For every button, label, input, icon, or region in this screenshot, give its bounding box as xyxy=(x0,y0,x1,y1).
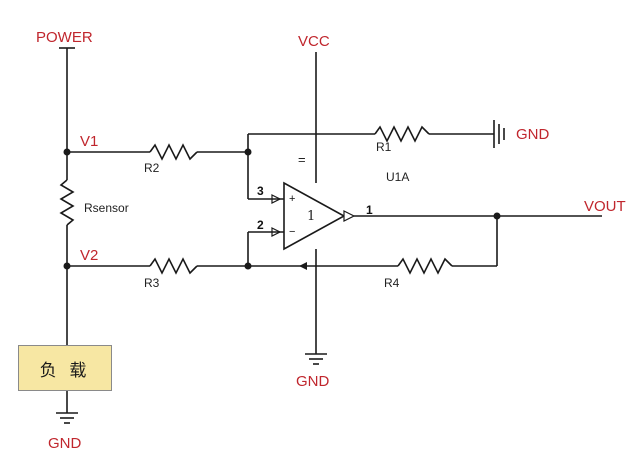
resistor-r2 xyxy=(149,143,198,161)
net-label-v1: V1 xyxy=(80,133,99,150)
output-arrow xyxy=(343,210,356,222)
load-label: 负 载 xyxy=(39,360,91,380)
net-label-power: POWER xyxy=(36,29,93,46)
junction-v1 xyxy=(63,148,71,156)
opamp-plus-sign: + xyxy=(289,193,296,205)
net-label-vout: VOUT xyxy=(584,198,626,215)
label-r4: R4 xyxy=(384,276,400,290)
pin2-arrow xyxy=(271,227,282,237)
opamp-minus-sign: − xyxy=(289,226,296,238)
pin3-arrow xyxy=(271,194,282,204)
net-label-vcc: VCC xyxy=(298,33,330,50)
resistor-r3 xyxy=(149,257,198,275)
net-label-gnd-opamp: GND xyxy=(296,373,330,390)
resistor-r1 xyxy=(374,125,430,143)
label-r2: R2 xyxy=(144,161,160,175)
label-u1a: U1A xyxy=(386,170,410,184)
net-label-gnd-r1: GND xyxy=(516,126,550,143)
resistor-rsensor xyxy=(59,179,75,226)
net-label-v2: V2 xyxy=(80,247,99,264)
resistor-r4 xyxy=(397,257,453,275)
label-r1: R1 xyxy=(376,140,392,154)
net-label-gnd-load: GND xyxy=(48,435,82,452)
label-rsensor: Rsensor xyxy=(84,201,129,215)
ground-symbol-r1 xyxy=(493,120,505,148)
ground-symbol-opamp xyxy=(305,353,327,365)
ground-symbol-load xyxy=(56,412,78,424)
pin-label-2: 2 xyxy=(257,218,264,232)
opamp-u1a xyxy=(283,181,346,251)
vcc-decoupling-mark: = xyxy=(298,152,306,167)
junction-r2 xyxy=(244,148,252,156)
junction-r3 xyxy=(244,262,252,270)
pin-label-1: 1 xyxy=(366,203,373,217)
pin-label-3: 3 xyxy=(257,184,264,198)
load-box: 负 载 xyxy=(18,345,112,391)
junction-output xyxy=(493,212,501,220)
label-opamp-unit: 1 xyxy=(307,209,316,224)
label-r3: R3 xyxy=(144,276,160,290)
junction-v2 xyxy=(63,262,71,270)
